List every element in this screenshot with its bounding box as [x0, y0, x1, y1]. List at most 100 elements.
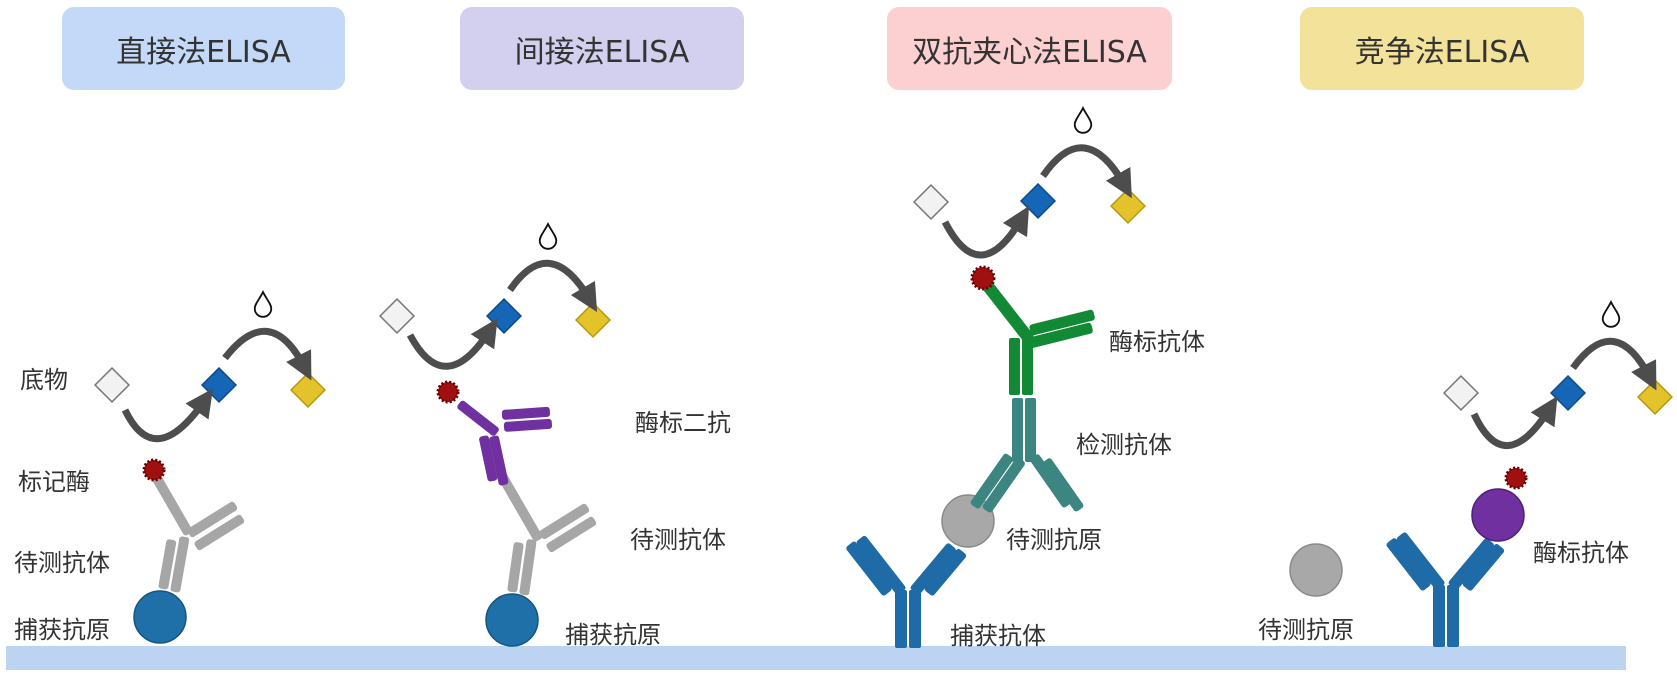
enzyme-marker: [1504, 466, 1528, 490]
antibody-light-chain: [507, 542, 524, 593]
capture-arm-left-b: [846, 541, 892, 596]
test-antibody: [497, 472, 597, 596]
intermediate-diamond: [1549, 374, 1587, 412]
capture-stem-b: [909, 590, 921, 648]
intermediate-diamond: [1019, 182, 1057, 220]
title-text: 竞争法ELISA: [1354, 34, 1530, 70]
label-enzyme-antibody: 酶标抗体: [1109, 328, 1205, 356]
test-antibody: [149, 470, 245, 593]
secondary-antibody: [457, 400, 553, 486]
capture-arm-right-b: [924, 549, 967, 596]
label-detection-antibody: 检测抗体: [1076, 431, 1172, 459]
water-drop-icon: [1601, 301, 1621, 328]
test-antigen: [941, 494, 995, 548]
antibody-arm-left: [497, 472, 543, 542]
reaction-arrow-2: [1040, 144, 1132, 199]
free-test-antigen: [1289, 543, 1343, 597]
label-enzyme-antibody: 酶标抗体: [1533, 539, 1629, 567]
secondary-arm-right-b: [503, 418, 553, 432]
secondary-arm-left: [457, 400, 499, 436]
reaction-arrow-2: [507, 260, 598, 313]
label-substrate: 底物: [20, 366, 68, 394]
label-capture-antigen: 捕获抗原: [14, 616, 110, 644]
antibody-arm-right-a: [539, 503, 590, 540]
title-text: 间接法ELISA: [514, 34, 690, 70]
detect-stem-a: [1012, 398, 1023, 462]
label-test-antibody: 待测抗体: [14, 549, 110, 577]
title-text: 直接法ELISA: [116, 34, 291, 70]
label-test-antibody: 待测抗体: [630, 526, 726, 554]
capture-arm-right-b: [1462, 544, 1505, 591]
antibody-heavy-chain: [170, 536, 190, 593]
water-drop-icon: [253, 291, 273, 318]
label-test-antigen: 待测抗原: [1258, 616, 1354, 644]
panel-direct: [93, 291, 327, 644]
title-sandwich-elisa: 双抗夹心法ELISA: [887, 7, 1172, 90]
water-drop-icon: [1073, 107, 1093, 134]
enzyme-marker: [142, 458, 166, 482]
capture-arm-right-a: [910, 543, 956, 595]
capture-stem-a: [895, 590, 907, 648]
capture-antigen: [485, 593, 539, 647]
label-test-antigen: 待测抗原: [1006, 526, 1102, 554]
panel-indirect: [378, 223, 612, 647]
capture-stem-b: [1447, 585, 1459, 647]
antibody-arm-right-a: [187, 501, 238, 538]
enzyme-labeled-antigen: [1471, 488, 1525, 542]
antibody-heavy-chain: [519, 539, 537, 596]
substrate-diamond: [93, 366, 131, 404]
product-diamond: [1109, 187, 1147, 225]
title-direct-elisa: 直接法ELISA: [62, 7, 345, 90]
enzyme-ab-arm-right-b: [1027, 322, 1093, 349]
capture-arm-left-a: [856, 535, 906, 595]
substrate-diamond: [378, 297, 416, 335]
antibody-light-chain: [158, 539, 177, 590]
title-indirect-elisa: 间接法ELISA: [460, 7, 744, 90]
enzyme-ab-stem-b: [1022, 338, 1033, 395]
product-diamond: [1636, 378, 1674, 416]
panel-sandwich: [846, 107, 1147, 648]
label-capture-antibody: 捕获抗体: [950, 622, 1046, 650]
label-capture-antigen: 捕获抗原: [565, 621, 661, 649]
capture-arm-right-a: [1448, 538, 1494, 590]
capture-stem-a: [1433, 585, 1445, 647]
label-secondary-antibody: 酶标二抗: [635, 409, 731, 437]
capture-antibody: [846, 535, 967, 648]
antibody-arm-right-b: [546, 516, 597, 553]
reaction-arrow-2: [222, 328, 312, 381]
product-diamond: [289, 371, 327, 409]
reaction-arrow-1: [406, 318, 498, 370]
panel-competitive: [1289, 301, 1674, 647]
capture-antibody: [1386, 532, 1505, 647]
detect-arm-right-a: [1030, 454, 1072, 508]
enzyme-ab-stem-a: [1009, 338, 1020, 395]
substrate-diamond: [912, 183, 950, 221]
title-competitive-elisa: 竞争法ELISA: [1300, 7, 1584, 90]
reaction-arrow-2: [1570, 338, 1657, 391]
intermediate-diamond: [200, 366, 238, 404]
reaction-arrow-1: [121, 388, 213, 442]
antibody-arm-left: [149, 470, 193, 536]
detect-stem-b: [1025, 398, 1036, 462]
secondary-chain-b: [479, 435, 498, 482]
product-diamond: [574, 301, 612, 339]
enzyme-ab-arm-left: [982, 280, 1034, 343]
secondary-chain-a: [489, 435, 509, 486]
capture-arm-left-a: [1396, 532, 1445, 590]
enzyme-ab-arm-right-a: [1029, 309, 1095, 336]
antibody-arm-right-b: [194, 514, 245, 551]
capture-arm-left-b: [1386, 538, 1431, 591]
enzyme-marker: [970, 265, 996, 291]
enzyme-labeled-antibody: [982, 280, 1095, 395]
capture-antigen: [133, 590, 187, 644]
detect-arm-right-b: [1042, 458, 1084, 512]
title-text: 双抗夹心法ELISA: [912, 34, 1147, 70]
secondary-arm-right-a: [501, 406, 551, 420]
label-enzyme: 标记酶: [18, 468, 90, 496]
detect-arm-left-b: [982, 457, 1025, 513]
detect-arm-left-a: [970, 453, 1013, 509]
detection-antibody: [970, 398, 1084, 513]
enzyme-marker: [436, 380, 460, 404]
intermediate-diamond: [485, 297, 523, 335]
